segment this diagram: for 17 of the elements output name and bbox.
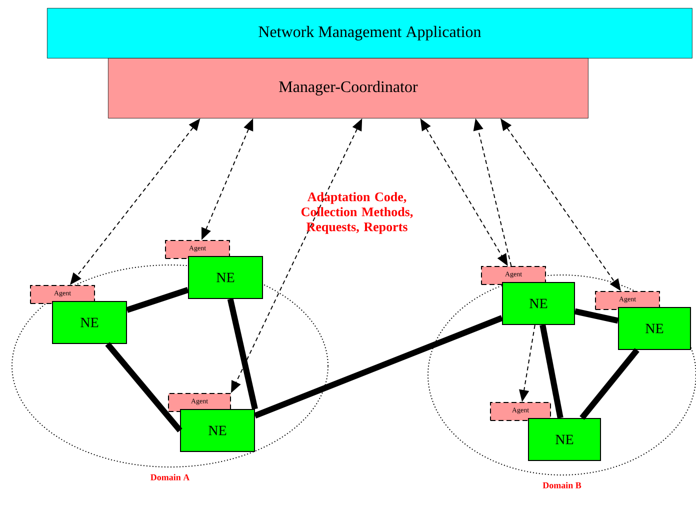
ne-box: NE xyxy=(188,256,263,299)
ne-box: NE xyxy=(180,409,255,452)
link-line xyxy=(580,348,640,420)
node-label: Domain A xyxy=(150,474,190,480)
link-line xyxy=(227,298,258,410)
ne-box: NE xyxy=(52,301,127,344)
annotation-text: Adaptation Code, Collection Methods, Requests, Reports xyxy=(301,192,413,234)
link-line xyxy=(254,315,504,418)
manager-box: Manager-Coordinator xyxy=(108,58,588,118)
ne-box: NE xyxy=(502,282,575,325)
link-line xyxy=(540,324,564,419)
node-label: Domain B xyxy=(542,482,582,488)
ne-box: NE xyxy=(618,307,691,350)
link-line xyxy=(574,308,619,324)
ne-box: NE xyxy=(528,418,601,461)
link-line xyxy=(126,287,189,313)
app-box: Network Management Application xyxy=(47,8,692,58)
